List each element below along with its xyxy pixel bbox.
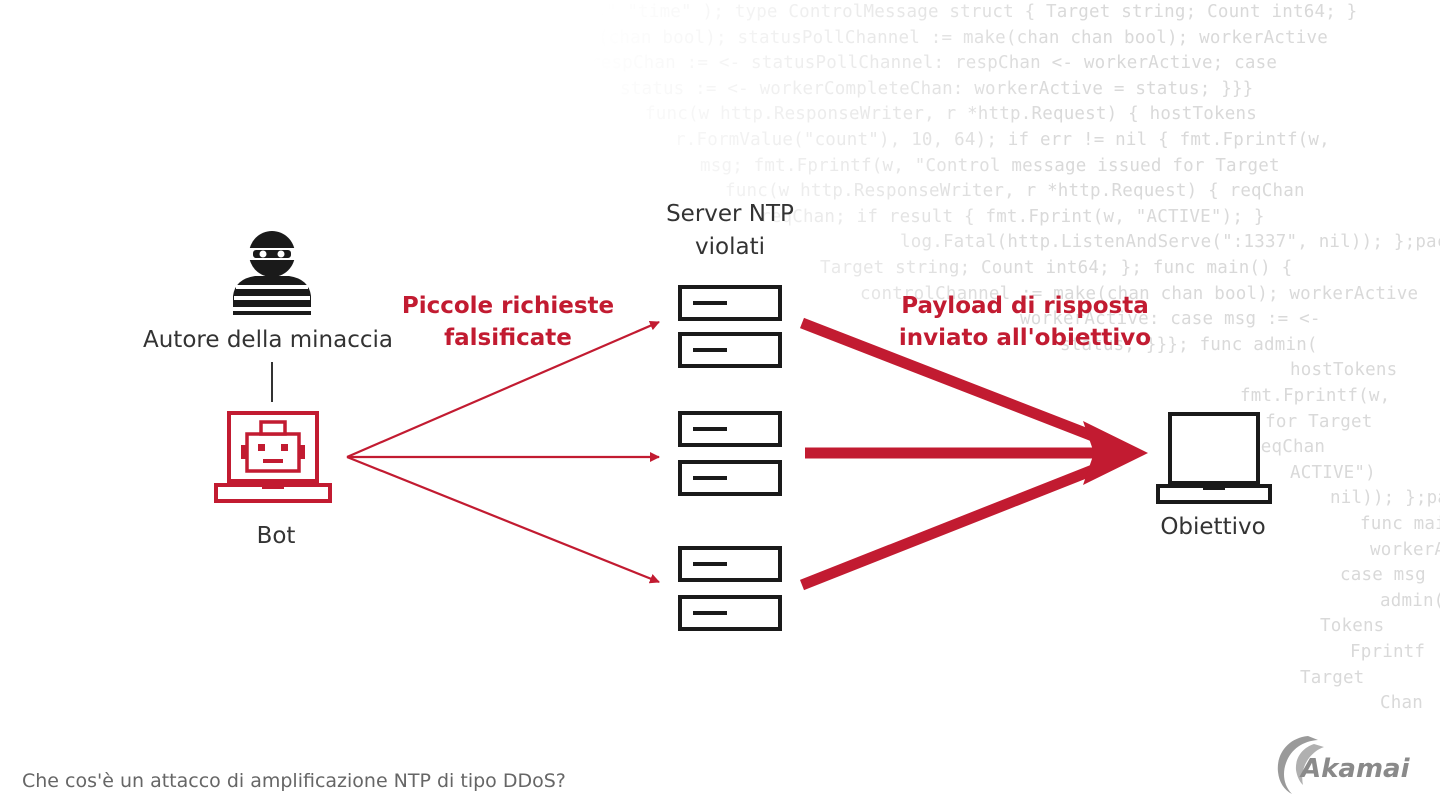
requests-label: Piccole richieste falsificate bbox=[392, 290, 624, 354]
bot-laptop-icon bbox=[214, 411, 332, 503]
response-arrows bbox=[799, 317, 1148, 591]
threat-actor-icon bbox=[233, 231, 311, 315]
target-laptop-icon bbox=[1156, 412, 1272, 504]
requests-label-line2: falsificate bbox=[444, 325, 572, 351]
servers-label-line2: violati bbox=[695, 234, 765, 260]
response-label-line1: Payload di risposta bbox=[901, 293, 1149, 319]
ntp-server-icon bbox=[678, 411, 782, 496]
bot-label: Bot bbox=[256, 523, 296, 549]
caption: Che cos'è un attacco di amplificazione N… bbox=[22, 770, 566, 792]
target-label: Obiettivo bbox=[1160, 514, 1266, 540]
brand-name: Akamai bbox=[1301, 754, 1410, 784]
ntp-server-icon bbox=[678, 285, 782, 368]
response-arrow-bottom bbox=[799, 462, 1101, 591]
requests-label-line1: Piccole richieste bbox=[401, 293, 615, 319]
ntp-server-icon bbox=[678, 546, 782, 631]
request-arrows bbox=[346, 320, 660, 584]
servers-label-line1: Server NTP bbox=[666, 201, 794, 227]
request-arrow-bottom bbox=[346, 455, 660, 584]
response-label-line2: inviato all'obiettivo bbox=[898, 325, 1152, 351]
response-label: Payload di risposta inviato all'obiettiv… bbox=[880, 290, 1170, 354]
threat-actor-label: Autore della minaccia bbox=[143, 327, 393, 353]
servers-label: Server NTP violati bbox=[630, 198, 830, 264]
